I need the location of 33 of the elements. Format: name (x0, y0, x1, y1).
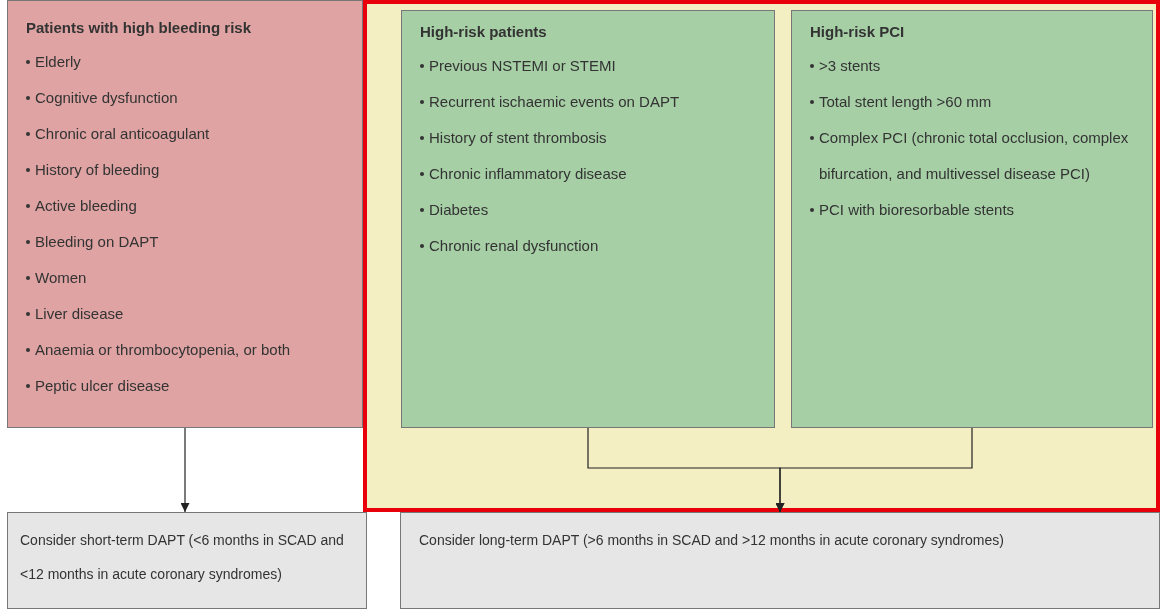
list-item: Liver disease (35, 304, 124, 324)
box-heading: High-risk patients (420, 23, 548, 40)
list-item: Women (35, 268, 87, 288)
list-item: Elderly (35, 52, 81, 72)
list-item: >3 stents (819, 56, 881, 76)
list-item: Diabetes (429, 200, 489, 220)
arrow (775, 427, 973, 513)
list-item: Chronic inflammatory disease (429, 164, 627, 184)
list-item: History of bleeding (35, 160, 160, 180)
list-item: Previous NSTEMI or STEMI (429, 56, 616, 76)
risk-factor-box (7, 0, 363, 428)
box-heading: Patients with high bleeding risk (26, 19, 253, 36)
list-item: PCI with bioresorbable stents (819, 200, 1015, 220)
list-item: Bleeding on DAPT (35, 232, 159, 252)
list-item: Peptic ulcer disease (35, 376, 170, 396)
list-item: Chronic renal dysfunction (429, 236, 599, 256)
risk-factor-box (791, 10, 1153, 428)
list-item: Chronic oral anticoagulant (35, 124, 210, 144)
list-item: Anaemia or thrombocytopenia, or both (35, 340, 291, 360)
list-item: History of stent thrombosis (429, 128, 607, 148)
box-heading: High-risk PCI (810, 23, 906, 40)
list-item: Active bleeding (35, 196, 137, 216)
list-item: Recurrent ischaemic events on DAPT (429, 92, 680, 112)
arrow (180, 427, 190, 513)
recommendation-box (400, 512, 1160, 609)
recommendation-text: Consider short-term DAPT (<6 months in SCAD and <12 months in acute coronary syndromes) (20, 531, 345, 584)
recommendation-text: Consider long-term DAPT (>6 months in SCAD and >12 months in acute coronary syndromes) (419, 531, 1005, 550)
risk-factor-box (401, 10, 775, 428)
highlight-box (363, 0, 1160, 512)
recommendation-box (7, 512, 367, 609)
list-item: Total stent length >60 mm (819, 92, 992, 112)
list-item: Cognitive dysfunction (35, 88, 178, 108)
list-item: Complex PCI (chronic total occlusion, complex bifurcation, and multivessel disease PCI) (819, 128, 1130, 184)
